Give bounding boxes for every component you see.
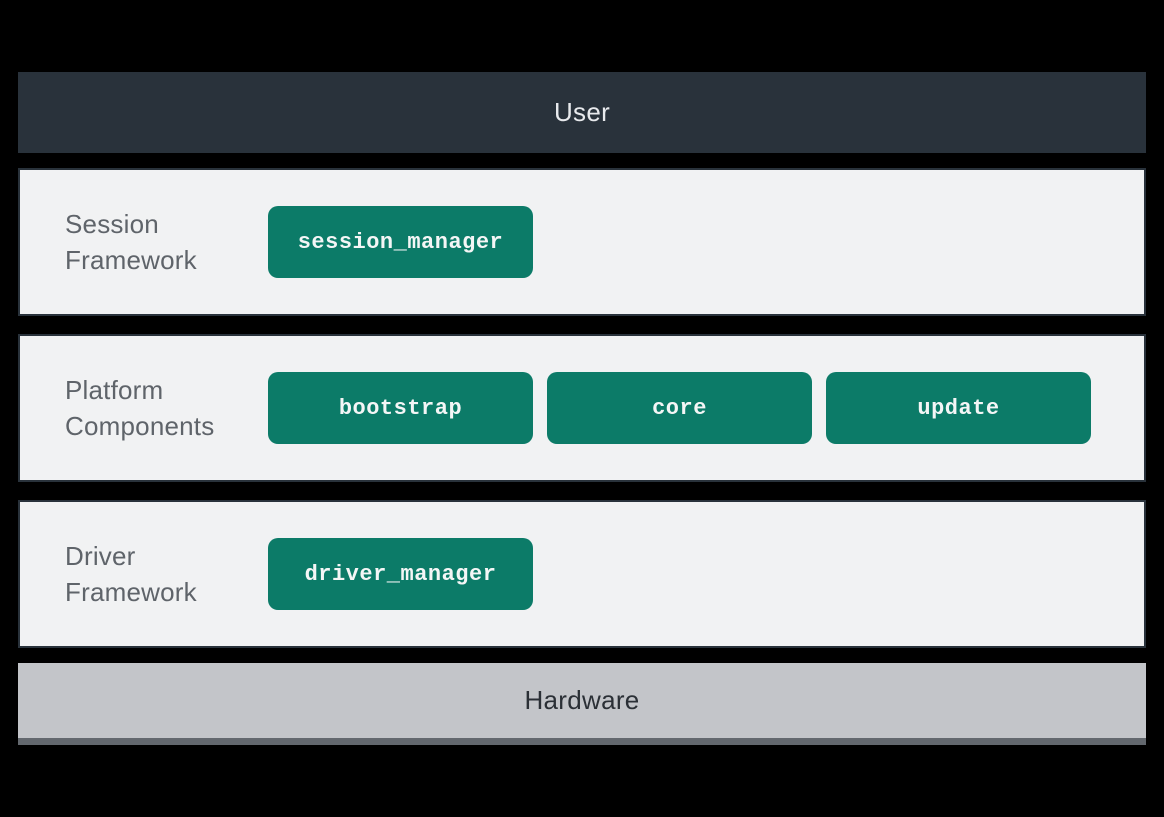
module-driver-manager: driver_manager — [268, 538, 533, 610]
platform-components-modules: bootstrap core update — [268, 372, 1091, 444]
hardware-layer-label: Hardware — [524, 685, 640, 715]
user-layer-bar: User — [18, 72, 1146, 153]
layer-driver-framework: Driver Framework driver_manager — [18, 500, 1146, 648]
user-layer-label: User — [553, 97, 611, 127]
session-framework-modules: session_manager — [268, 206, 533, 278]
driver-framework-label: Driver Framework — [65, 540, 197, 607]
module-bootstrap: bootstrap — [268, 372, 533, 444]
layer-session-framework: Session Framework session_manager — [18, 168, 1146, 316]
module-core: core — [547, 372, 812, 444]
hardware-layer-bar: Hardware — [18, 663, 1146, 745]
platform-components-label: Platform Components — [65, 374, 215, 441]
layer-platform-components: Platform Components bootstrap core updat… — [18, 334, 1146, 482]
module-session-manager: session_manager — [268, 206, 533, 278]
session-framework-label: Session Framework — [65, 208, 197, 275]
driver-framework-modules: driver_manager — [268, 538, 533, 610]
module-update: update — [826, 372, 1091, 444]
